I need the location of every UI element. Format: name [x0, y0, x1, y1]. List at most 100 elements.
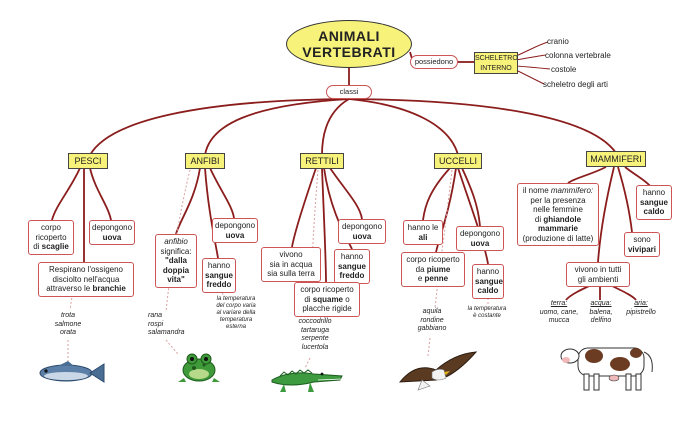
skeleton-part: cranio	[547, 37, 569, 46]
uccelli-eggs-node: depongono uova	[456, 226, 504, 251]
text-bold: scaglie	[41, 242, 69, 251]
note-line: temperatura	[219, 317, 253, 323]
note-line: al variare della	[216, 310, 256, 316]
mammiferi-blood-node: hanno sangue caldo	[636, 185, 672, 220]
note-line: è costante	[473, 313, 501, 319]
skeleton-part: colonna vertebrale	[545, 51, 611, 60]
example: coccodrillo	[298, 318, 332, 325]
rettili-examples: coccodrillo tartaruga serpente lucertola	[290, 318, 340, 352]
text-bold: sangue	[639, 197, 668, 207]
text-line: (produzione di latte)	[522, 233, 594, 243]
text-line: corpo	[40, 223, 61, 232]
text-line: depongono	[341, 222, 383, 231]
link-classi: classi	[326, 85, 372, 99]
example: aquila	[422, 308, 442, 315]
text-line: hanno le	[407, 223, 439, 232]
anfibi-def-node: anfibio significa: "dalla doppia vita"	[155, 234, 197, 288]
text-bold: vivipari	[627, 244, 656, 254]
text-line: corpo ricoperto	[406, 255, 460, 264]
text-line: disciolto nell'acqua	[52, 274, 120, 284]
pesci-examples: trota salmone orata	[48, 312, 88, 338]
pesci-eggs-node: depongono uova	[89, 220, 135, 245]
mammiferi-def-node: il nome mammifero: per la presenza nelle…	[517, 183, 599, 246]
text-line: hanno	[207, 261, 231, 270]
text-line: hanno	[340, 252, 364, 261]
eagle-illustration	[398, 351, 478, 391]
pesci-body-node: corpo ricoperto di scaglie	[28, 220, 74, 255]
text-bold: piume	[426, 264, 451, 274]
text-line: di ghiandole	[520, 215, 596, 225]
text-span: o	[343, 294, 350, 304]
example: gabbiano	[417, 325, 447, 332]
rettili-habitat-node: vivono sia in acqua sia sulla terra	[261, 247, 321, 282]
text-bold: uova	[352, 231, 372, 241]
text-span: da	[415, 264, 425, 274]
link-possiedono: possiedono	[410, 55, 458, 69]
acqua-label: acqua:	[590, 300, 612, 307]
text-italic: mammifero:	[550, 186, 594, 195]
anfibi-examples: rana rospi salamandra	[148, 312, 188, 338]
text-line: depongono	[459, 229, 501, 238]
class-rettili: RETTILI	[300, 153, 344, 169]
example: serpente	[301, 335, 329, 342]
text-bold: doppia	[162, 265, 190, 275]
uccelli-examples: aquila rondine gabbiano	[410, 308, 454, 334]
example: delfino	[590, 317, 612, 324]
text-bold: uova	[102, 232, 122, 242]
skeleton-part: scheletro degli arti	[543, 80, 608, 89]
example: lucertola	[301, 343, 329, 351]
mammiferi-acqua: acqua: balena, delfino	[582, 300, 620, 326]
root-title-line1: ANIMALI	[318, 28, 380, 44]
pesci-breath-node: Respirano l'ossigeno disciolto nell'acqu…	[38, 262, 134, 297]
text-line: corpo ricoperto	[300, 285, 354, 294]
note-line: la temperatura	[467, 306, 507, 312]
text-bold: sangue	[475, 276, 504, 286]
text-bold: branchie	[92, 284, 126, 293]
text-line: attraverso le branchie	[41, 284, 131, 294]
example: salamandra	[148, 329, 185, 336]
example: trota	[60, 312, 75, 319]
text-bold: ali	[418, 232, 428, 242]
uccelli-wings-node: hanno le ali	[403, 220, 443, 245]
text-span: attraverso le	[46, 284, 93, 293]
mammiferi-terra: terra: uomo, cane, mucca	[532, 300, 586, 326]
text-line: depongono	[215, 221, 256, 230]
text-bold: sangue	[337, 261, 366, 271]
text-line: di squame o	[297, 295, 357, 305]
example: balena,	[589, 308, 613, 316]
rettili-body-node: corpo ricoperto di squame o placche rigi…	[294, 282, 360, 317]
text-line: significa:	[160, 246, 192, 256]
text-bold: caldo	[643, 207, 665, 216]
example: rana	[148, 312, 163, 319]
text-bold: "dalla	[164, 256, 188, 265]
text-bold: sangue	[205, 270, 234, 280]
uccelli-blood-node: hanno sangue caldo	[472, 264, 504, 299]
example: rospi	[148, 320, 164, 328]
text-line: e penne	[404, 274, 462, 284]
text-line: hanno	[642, 188, 666, 197]
text-bold: uova	[470, 238, 490, 248]
anfibi-blood-node: hanno sangue freddo	[202, 258, 236, 293]
anfibi-eggs-node: depongono uova	[212, 218, 258, 243]
skeleton-part: costole	[551, 65, 577, 74]
text-bold: mammarie	[537, 224, 579, 233]
text-line: Respirano l'ossigeno	[48, 265, 123, 274]
text-span: il nome	[522, 186, 551, 195]
example: uomo, cane,	[539, 308, 579, 316]
note-line: esterna	[225, 324, 246, 330]
fish-illustration	[39, 361, 105, 383]
class-pesci: PESCI	[68, 153, 108, 169]
text-bold: freddo	[206, 280, 232, 289]
text-span: e	[417, 274, 425, 283]
text-bold: caldo	[477, 286, 499, 295]
text-line: hanno	[476, 267, 500, 276]
rettili-eggs-node: depongono uova	[338, 219, 386, 244]
skeleton-node: SCHELETRO INTERNO	[474, 52, 518, 74]
class-uccelli: UCCELLI	[434, 153, 482, 169]
cow-illustration	[560, 347, 653, 391]
frog-illustration	[178, 353, 220, 382]
text-line: anfibio	[164, 237, 188, 246]
note-line: del corpo varia	[216, 303, 256, 309]
example: tartaruga	[300, 326, 330, 334]
